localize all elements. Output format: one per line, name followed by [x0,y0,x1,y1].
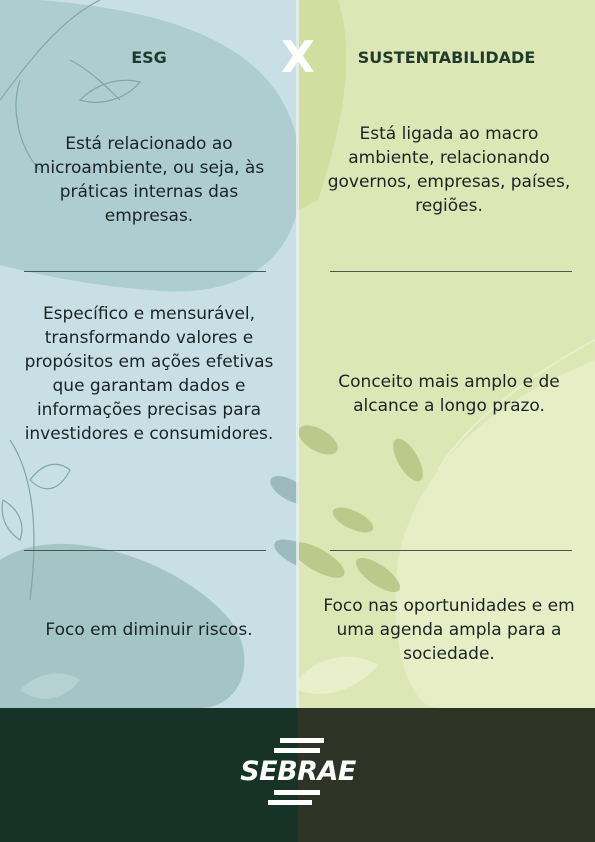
logo-bar-bottom [268,800,312,805]
esg-row-separator-2 [24,550,266,551]
leaf-decoration [298,0,595,708]
sustentabilidade-column-background [298,0,595,708]
logo-bar-upper [274,748,320,753]
logo-text: SEBRAE [240,756,356,787]
leaf-decoration [0,0,298,708]
sustentabilidade-row-separator-1 [330,271,572,272]
sustentabilidade-row-1-text: Está ligada ao macro ambiente, relaciona… [327,124,571,216]
esg-column-background [0,0,298,708]
esg-heading: ESG [131,48,167,67]
footer-left-panel [0,708,298,842]
column-divider [296,0,299,708]
logo-bar-top [280,738,324,743]
footer-right-panel [298,708,595,842]
sebrae-logo: SEBRAE [228,736,368,808]
logo-bar-lower [274,790,320,795]
versus-x-mark: X [281,32,315,83]
esg-row-1-text: Está relacionado ao microambiente, ou se… [33,134,265,226]
sustentabilidade-row-2-text: Conceito mais amplo e de alcance a longo… [338,372,560,416]
sustentabilidade-row-separator-2 [330,550,572,551]
esg-row-3-text: Foco em diminuir riscos. [45,620,253,640]
sustentabilidade-row-3-text: Foco nas oportunidades e em uma agenda a… [323,596,575,664]
esg-row-2-text: Específico e mensurável, transformando v… [24,304,274,444]
esg-row-separator-1 [24,271,266,272]
sustentabilidade-heading: SUSTENTABILIDADE [357,48,536,67]
